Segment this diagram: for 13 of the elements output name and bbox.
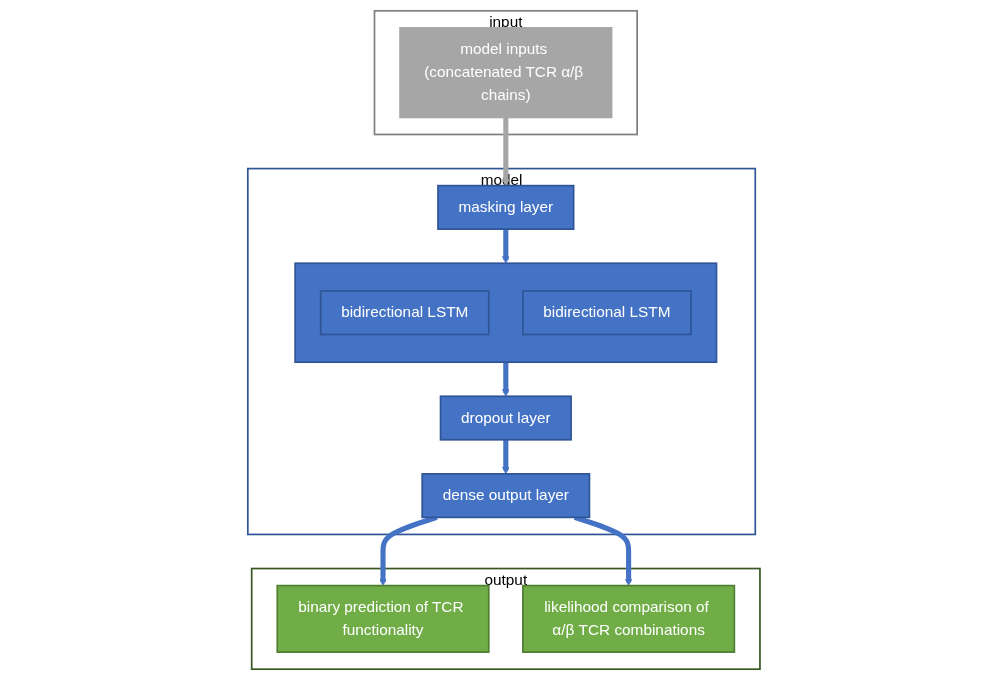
node-box: bidirectional LSTM (319, 290, 490, 336)
arrow (501, 229, 510, 264)
node-box: bidirectional LSTM (521, 290, 692, 336)
cluster (293, 262, 717, 364)
arrow (501, 117, 510, 186)
arrow (501, 439, 510, 475)
node-box: dense output layer (420, 473, 590, 519)
node-box: dropout layer (439, 395, 572, 441)
node-box: model inputs (concatenated TCR α/β chains) (398, 27, 613, 119)
node-box: masking layer (436, 184, 575, 230)
node-box: likelihood comparison of α/β TCR combinations (521, 584, 735, 653)
arrow (501, 362, 510, 397)
node-box: binary prediction of TCR functionality (276, 584, 490, 653)
